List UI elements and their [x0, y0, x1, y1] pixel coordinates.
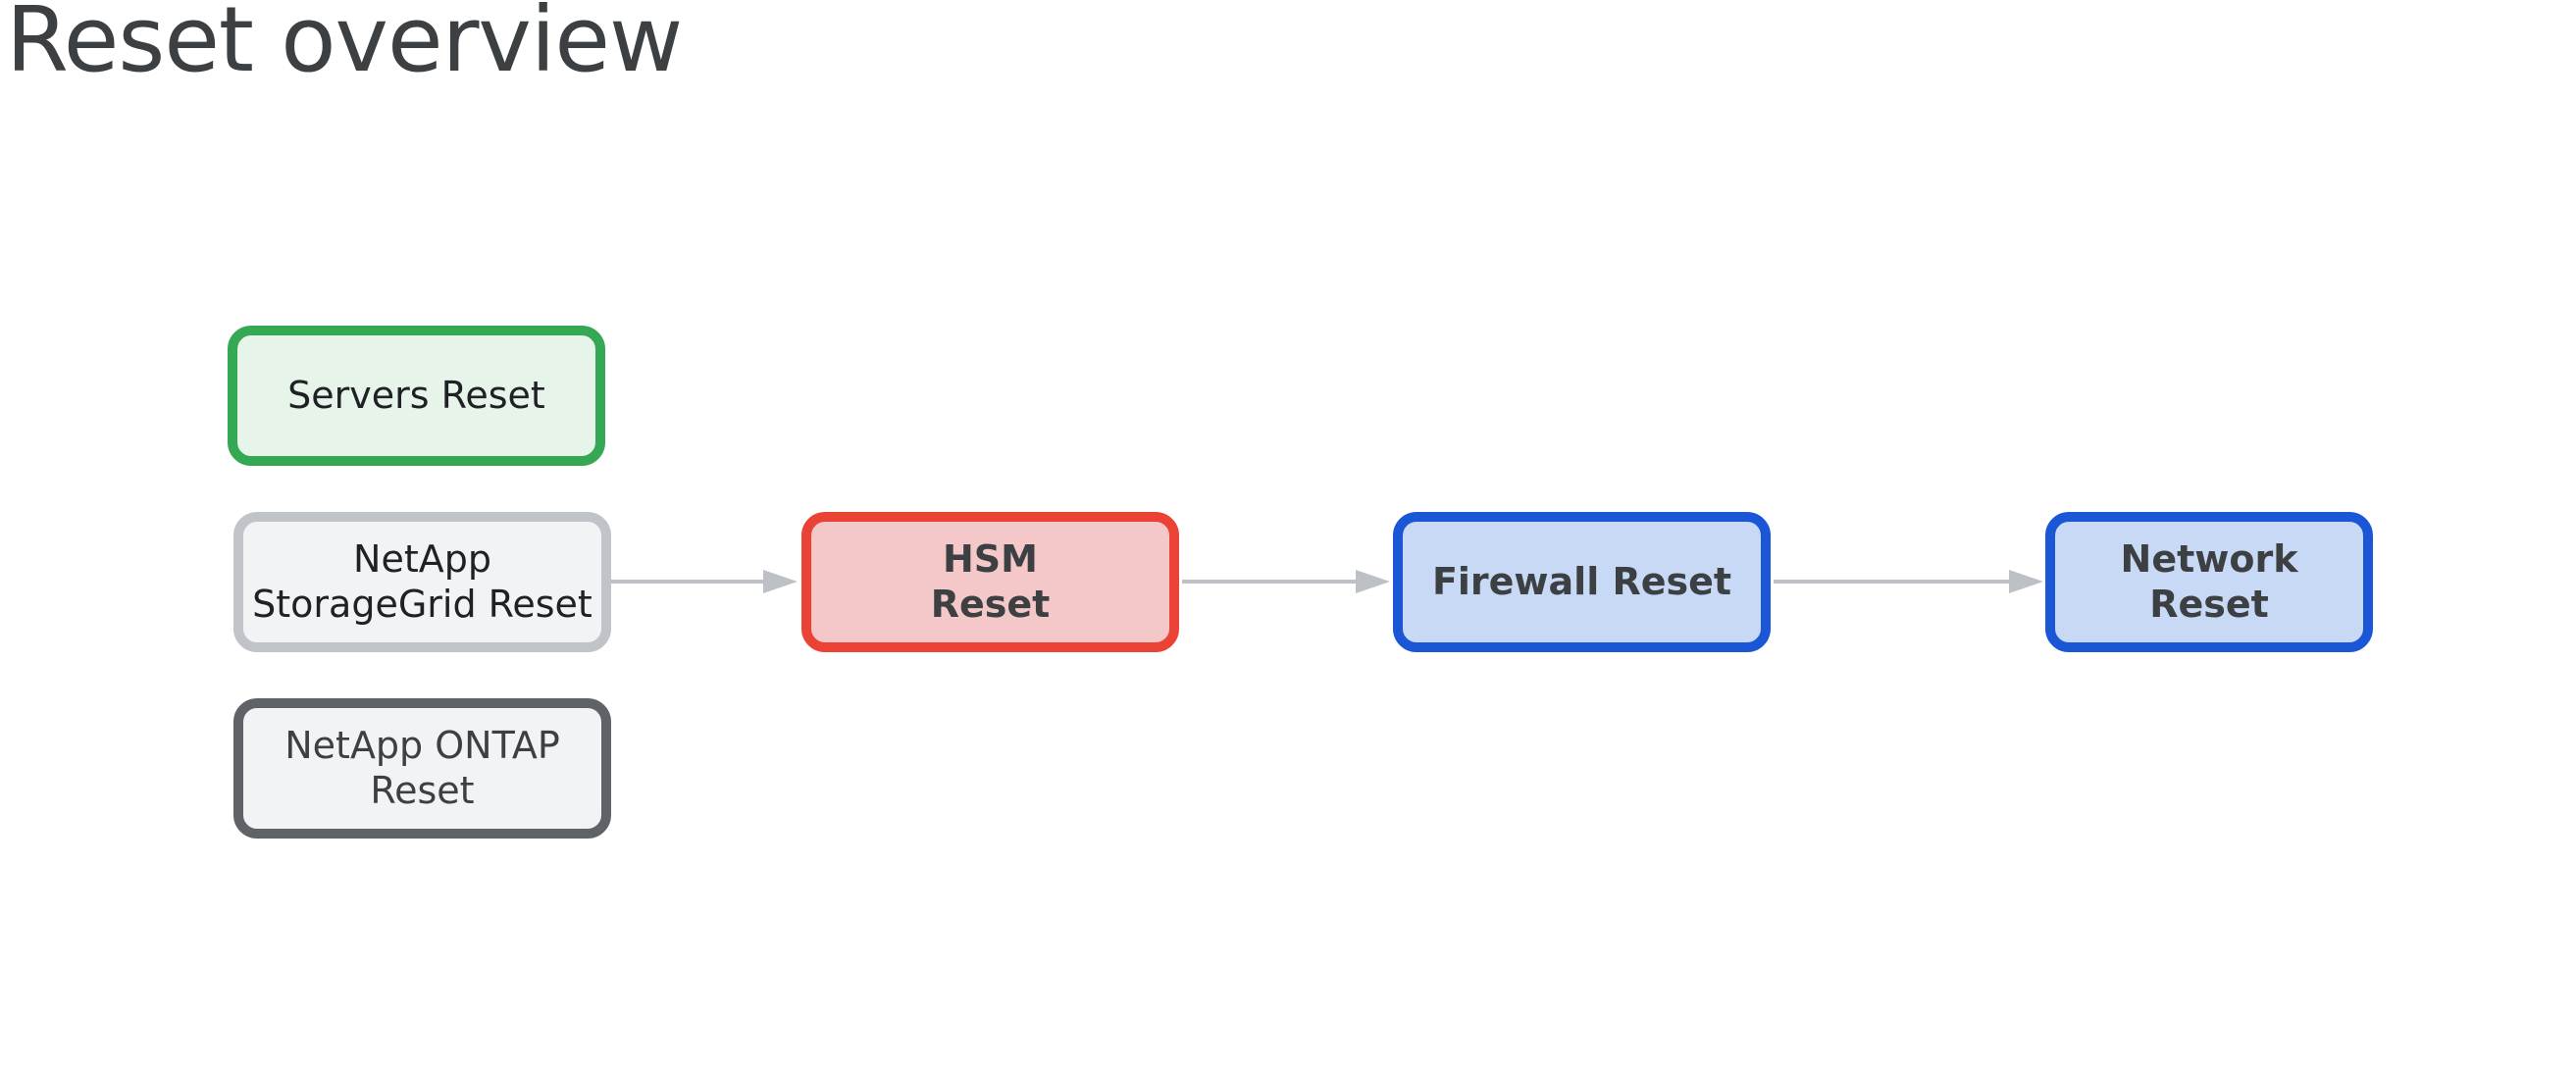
arrow-hsm-to-firewall: [1182, 570, 1390, 593]
netapp-storagegrid-reset-node: NetApp StorageGrid Reset: [233, 512, 611, 652]
servers-reset-node: Servers Reset: [228, 326, 605, 466]
hsm-reset-node: HSM Reset: [801, 512, 1179, 652]
arrow-firewall-to-network: [1774, 570, 2043, 593]
netapp-storagegrid-reset-label: NetApp StorageGrid Reset: [252, 536, 592, 626]
page-title: Reset overview: [6, 0, 683, 92]
firewall-reset-label: Firewall Reset: [1431, 559, 1732, 603]
netapp-ontap-reset-label: NetApp ONTAP Reset: [284, 723, 560, 812]
network-reset-node: Network Reset: [2045, 512, 2373, 652]
firewall-reset-node: Firewall Reset: [1393, 512, 1771, 652]
hsm-reset-label: HSM Reset: [930, 536, 1051, 626]
servers-reset-label: Servers Reset: [287, 373, 545, 417]
arrow-storagegrid-to-hsm: [611, 570, 798, 593]
network-reset-label: Network Reset: [2120, 536, 2298, 626]
netapp-ontap-reset-node: NetApp ONTAP Reset: [233, 698, 611, 839]
